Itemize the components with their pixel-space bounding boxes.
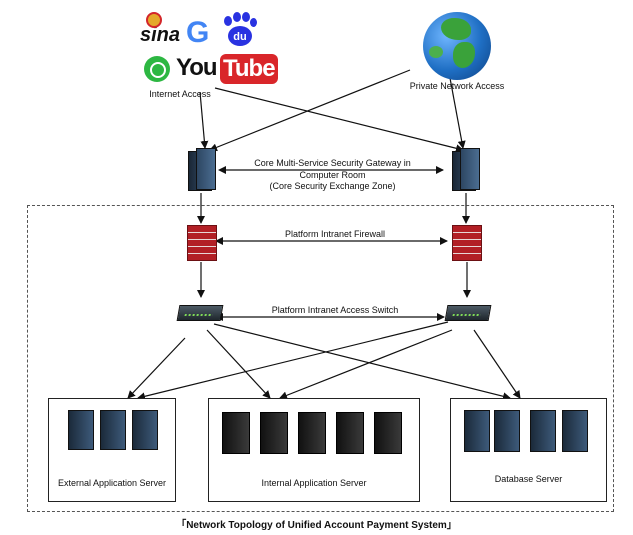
youtube-logo-tube: Tube [220, 54, 278, 84]
google-logo: G [186, 16, 210, 49]
external-server-label: External Application Server [57, 478, 167, 488]
switch-label: Platform Intranet Access Switch [271, 305, 399, 315]
sina-logo: sina [140, 24, 181, 46]
link-private-gateway-right [449, 77, 466, 149]
server-icon [68, 410, 94, 450]
firewall-left-icon [187, 225, 217, 261]
link-private-gateway-left [209, 69, 411, 152]
gateway-left-icon [188, 148, 216, 191]
internet-logos: sina G du You Tube [140, 12, 278, 92]
firewall-right-icon [452, 225, 482, 261]
server-icon [494, 410, 520, 452]
switch-right-icon [444, 305, 492, 321]
internet-access-label: Internet Access [149, 89, 211, 99]
gateway-label-line2: Computer Room [299, 170, 366, 180]
whatsapp-icon [144, 56, 170, 82]
sina-eye-icon [146, 12, 162, 28]
gateway-right-icon [452, 148, 480, 191]
link-switchR-internal [279, 329, 453, 400]
link-switchL-database [213, 323, 511, 401]
platform-boundary [27, 205, 614, 512]
firewall-label: Platform Intranet Firewall [284, 229, 386, 239]
diagram-caption: 「Network Topology of Unified Account Pay… [176, 520, 457, 531]
link-switchR-database [473, 329, 521, 399]
youtube-logo-you: You [176, 54, 218, 81]
server-icon [464, 410, 490, 452]
server-icon [298, 412, 326, 454]
server-icon [132, 410, 158, 450]
gateway-label-line3: (Core Security Exchange Zone) [269, 181, 396, 191]
link-internet-gateway-left [199, 91, 209, 149]
server-icon [562, 410, 588, 452]
link-switchL-internal [206, 329, 271, 399]
link-switchL-external [127, 337, 186, 399]
private-network-access-label: Private Network Access [409, 81, 505, 91]
link-switchR-external [137, 321, 449, 401]
server-icon [222, 412, 250, 454]
link-internet-gateway-right [214, 87, 464, 153]
database-server-label: Database Server [494, 474, 563, 484]
server-icon [336, 412, 364, 454]
globe-icon [423, 12, 491, 80]
server-icon [260, 412, 288, 454]
gateway-label-line1: Core Multi-Service Security Gateway in [254, 158, 411, 168]
internal-server-label: Internal Application Server [261, 478, 367, 488]
server-icon [100, 410, 126, 450]
server-icon [530, 410, 556, 452]
baidu-paw-icon: du [222, 12, 257, 48]
switch-left-icon [176, 305, 224, 321]
server-icon [374, 412, 402, 454]
